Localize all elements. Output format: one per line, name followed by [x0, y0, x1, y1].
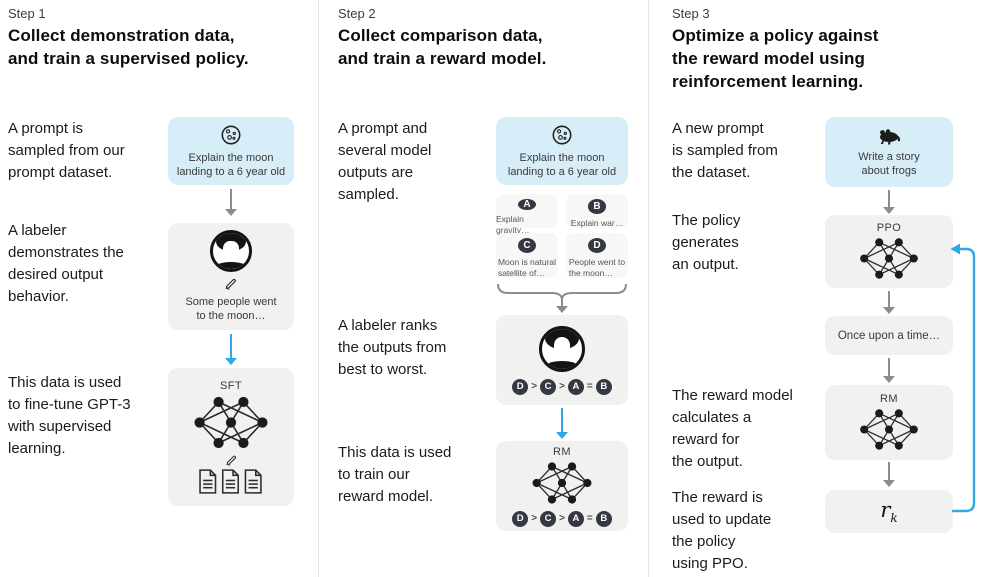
neural-network-icon	[860, 409, 918, 450]
down-arrow-icon	[224, 334, 238, 365]
pencil-icon	[225, 278, 236, 290]
step3-output-card: Once upon a time…	[825, 316, 953, 355]
output-letter-badge: D	[588, 238, 606, 253]
moon-icon	[552, 125, 572, 144]
output-text: People went to the moon…	[568, 257, 626, 278]
output-card-c: C Moon is natural satellite of…	[496, 233, 558, 278]
step-3-paragraph: The reward model calculates a reward for…	[672, 387, 793, 470]
down-arrow-icon	[882, 291, 896, 314]
down-arrow-icon	[882, 462, 896, 487]
step-3-paragraph: A new prompt is sampled from the dataset…	[672, 120, 778, 181]
rank-letter: B	[595, 378, 612, 395]
rank-operator: >	[559, 513, 565, 524]
rm-label: RM	[880, 393, 898, 405]
pencil-icon	[225, 455, 236, 466]
ranking-row: D > C > A = B	[512, 510, 612, 527]
output-letter-badge: C	[518, 238, 536, 253]
generated-text: Once upon a time…	[837, 329, 941, 342]
moon-icon	[221, 125, 241, 144]
step-1-paragraph: This data is used to fine-tune GPT-3 wit…	[8, 374, 131, 457]
output-card-a: A Explain gravity…	[496, 194, 558, 235]
brace-arrow-icon	[497, 283, 627, 313]
step-1-label: Step 1	[8, 6, 46, 21]
step3-ppo-card: PPO	[825, 215, 953, 288]
neural-network-icon	[532, 461, 592, 504]
step-2-paragraph: This data is used to train our reward mo…	[338, 444, 452, 505]
step3-reward-card: rk	[825, 490, 953, 533]
rank-operator: >	[559, 381, 565, 392]
step-3-title: Optimize a policy against the reward mod…	[672, 26, 879, 91]
step2-labeler-card: D > C > A = B	[496, 315, 628, 405]
output-text: Explain gravity…	[496, 214, 530, 235]
rank-operator: >	[531, 513, 538, 524]
step-1-title: Collect demonstration data, and train a …	[8, 26, 249, 68]
step-1-paragraph: A labeler demonstrates the desired outpu…	[8, 222, 124, 305]
step3-prompt-card: Write a story about frogs	[825, 117, 953, 187]
prompt-text: Write a story about frogs	[858, 150, 920, 177]
documents-icon	[199, 469, 262, 494]
neural-network-icon	[860, 238, 918, 279]
step2-rm-card: RM D > C > A = B	[496, 441, 628, 531]
down-arrow-icon	[224, 189, 238, 216]
step3-rm-card: RM	[825, 385, 953, 460]
step2-prompt-card: Explain the moon landing to a 6 year old	[496, 117, 628, 185]
column-divider	[318, 0, 319, 577]
rank-operator: >	[531, 381, 538, 392]
neural-network-icon	[194, 396, 268, 449]
labeler-avatar-icon	[539, 325, 585, 372]
step-3-paragraph: The policy generates an output.	[672, 212, 741, 273]
frog-icon	[880, 128, 901, 144]
labeler-demo-text: Some people went to the moon…	[185, 296, 277, 322]
rank-letter: B	[595, 510, 612, 527]
labeler-avatar-icon	[210, 230, 252, 272]
reward-symbol: rk	[880, 497, 898, 526]
step-1-paragraph: A prompt is sampled from our prompt data…	[8, 120, 125, 181]
output-text: Explain war…	[570, 217, 624, 228]
down-arrow-icon	[555, 408, 569, 439]
step1-labeler-card: Some people went to the moon…	[168, 223, 294, 330]
rank-letter: A	[567, 510, 584, 527]
output-letter-badge: B	[588, 199, 606, 214]
column-divider	[648, 0, 649, 577]
output-letter-badge: A	[518, 199, 536, 210]
step-2-paragraph: A labeler ranks the outputs from best to…	[338, 317, 447, 378]
rank-letter: A	[567, 378, 584, 395]
rank-letter: D	[512, 510, 529, 527]
ppo-label: PPO	[876, 222, 902, 234]
rank-letter: D	[512, 378, 529, 395]
step-2-paragraph: A prompt and several model outputs are s…	[338, 120, 432, 203]
down-arrow-icon	[882, 190, 896, 214]
prompt-text: Explain the moon landing to a 6 year old	[176, 151, 286, 178]
output-text: Moon is natural satellite of…	[497, 257, 557, 278]
step-3-paragraph: The reward is used to update the policy …	[672, 489, 772, 572]
prompt-text: Explain the moon landing to a 6 year old	[507, 151, 617, 178]
output-card-b: B Explain war…	[566, 194, 628, 228]
ranking-row: D > C > A = B	[512, 378, 612, 395]
step1-prompt-card: Explain the moon landing to a 6 year old	[168, 117, 294, 185]
rm-label: RM	[553, 445, 571, 458]
rank-letter: C	[540, 510, 557, 527]
step-2-label: Step 2	[338, 6, 376, 21]
step-3-label: Step 3	[672, 6, 710, 21]
rank-operator: =	[586, 513, 593, 524]
step-2-title: Collect comparison data, and train a rew…	[338, 26, 547, 68]
rank-letter: C	[540, 378, 557, 395]
feedback-loop-arrow-icon	[950, 243, 976, 513]
sft-label: SFT	[220, 380, 242, 392]
down-arrow-icon	[882, 358, 896, 383]
output-card-d: D People went to the moon…	[566, 233, 628, 278]
rank-operator: =	[586, 381, 593, 392]
step1-sft-card: SFT	[168, 368, 294, 506]
